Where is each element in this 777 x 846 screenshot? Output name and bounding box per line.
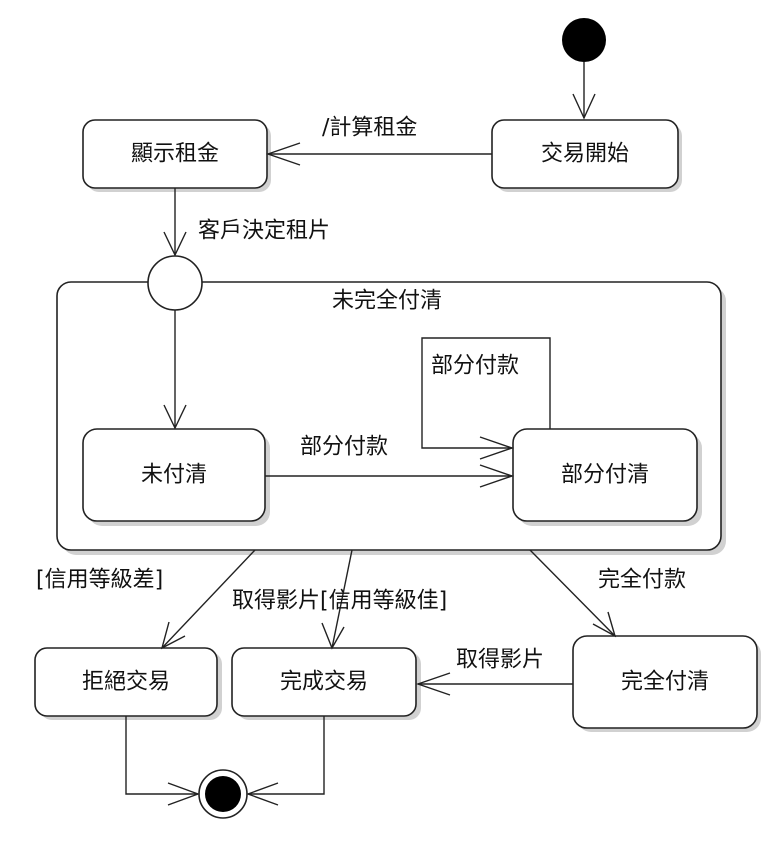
edge-reject-to-final [125,716,201,806]
edge-label-partial-payment: 部分付款 [300,435,388,460]
edge-not-paid-to-partial [265,464,515,488]
state-partially-paid: 部分付清 [512,428,702,526]
state-display-rent-label: 顯示租金 [131,142,219,167]
state-display-rent: 顯示租金 [82,119,271,192]
state-not-paid-label: 未付清 [141,463,207,488]
final-state [198,769,248,819]
edge-composite-to-fully-paid [529,549,617,638]
state-reject-transaction: 拒絕交易 [34,647,222,720]
edge-complete-to-final [245,716,325,806]
state-not-paid: 未付清 [82,428,270,526]
edge-start-to-display [265,142,492,166]
edge-composite-to-complete [321,549,353,650]
edge-label-get-film: 取得影片 [456,648,544,673]
initial-state [562,18,606,62]
state-complete-transaction: 完成交易 [231,647,421,720]
edge-label-get-film-good-credit: 取得影片[信用等級佳] [232,589,447,614]
edge-label-bad-credit: [信用等級差] [36,568,163,593]
state-fully-paid-label: 完全付清 [621,670,709,695]
edge-display-to-junction [163,188,187,257]
edge-junction-to-not-paid [163,310,187,430]
edge-fully-paid-to-complete [415,672,573,696]
edge-composite-to-reject [160,549,256,650]
edge-initial-to-start [572,62,596,120]
state-complete-transaction-label: 完成交易 [280,670,368,695]
state-fully-paid: 完全付清 [572,635,761,732]
state-reject-transaction-label: 拒絕交易 [82,670,170,695]
edge-label-calculate-rent: /計算租金 [322,116,417,141]
edge-label-partial-payment-self: 部分付款 [431,354,519,379]
composite-state-unpaid-label: 未完全付清 [332,289,442,314]
edge-partial-self-loop [421,337,551,460]
edge-label-customer-decides: 客戶決定租片 [198,219,330,244]
choice-junction [147,255,203,311]
state-transaction-start-label: 交易開始 [541,142,629,167]
state-transaction-start: 交易開始 [491,119,682,192]
state-partially-paid-label: 部分付清 [561,463,649,488]
edge-label-full-payment: 完全付款 [598,568,686,593]
